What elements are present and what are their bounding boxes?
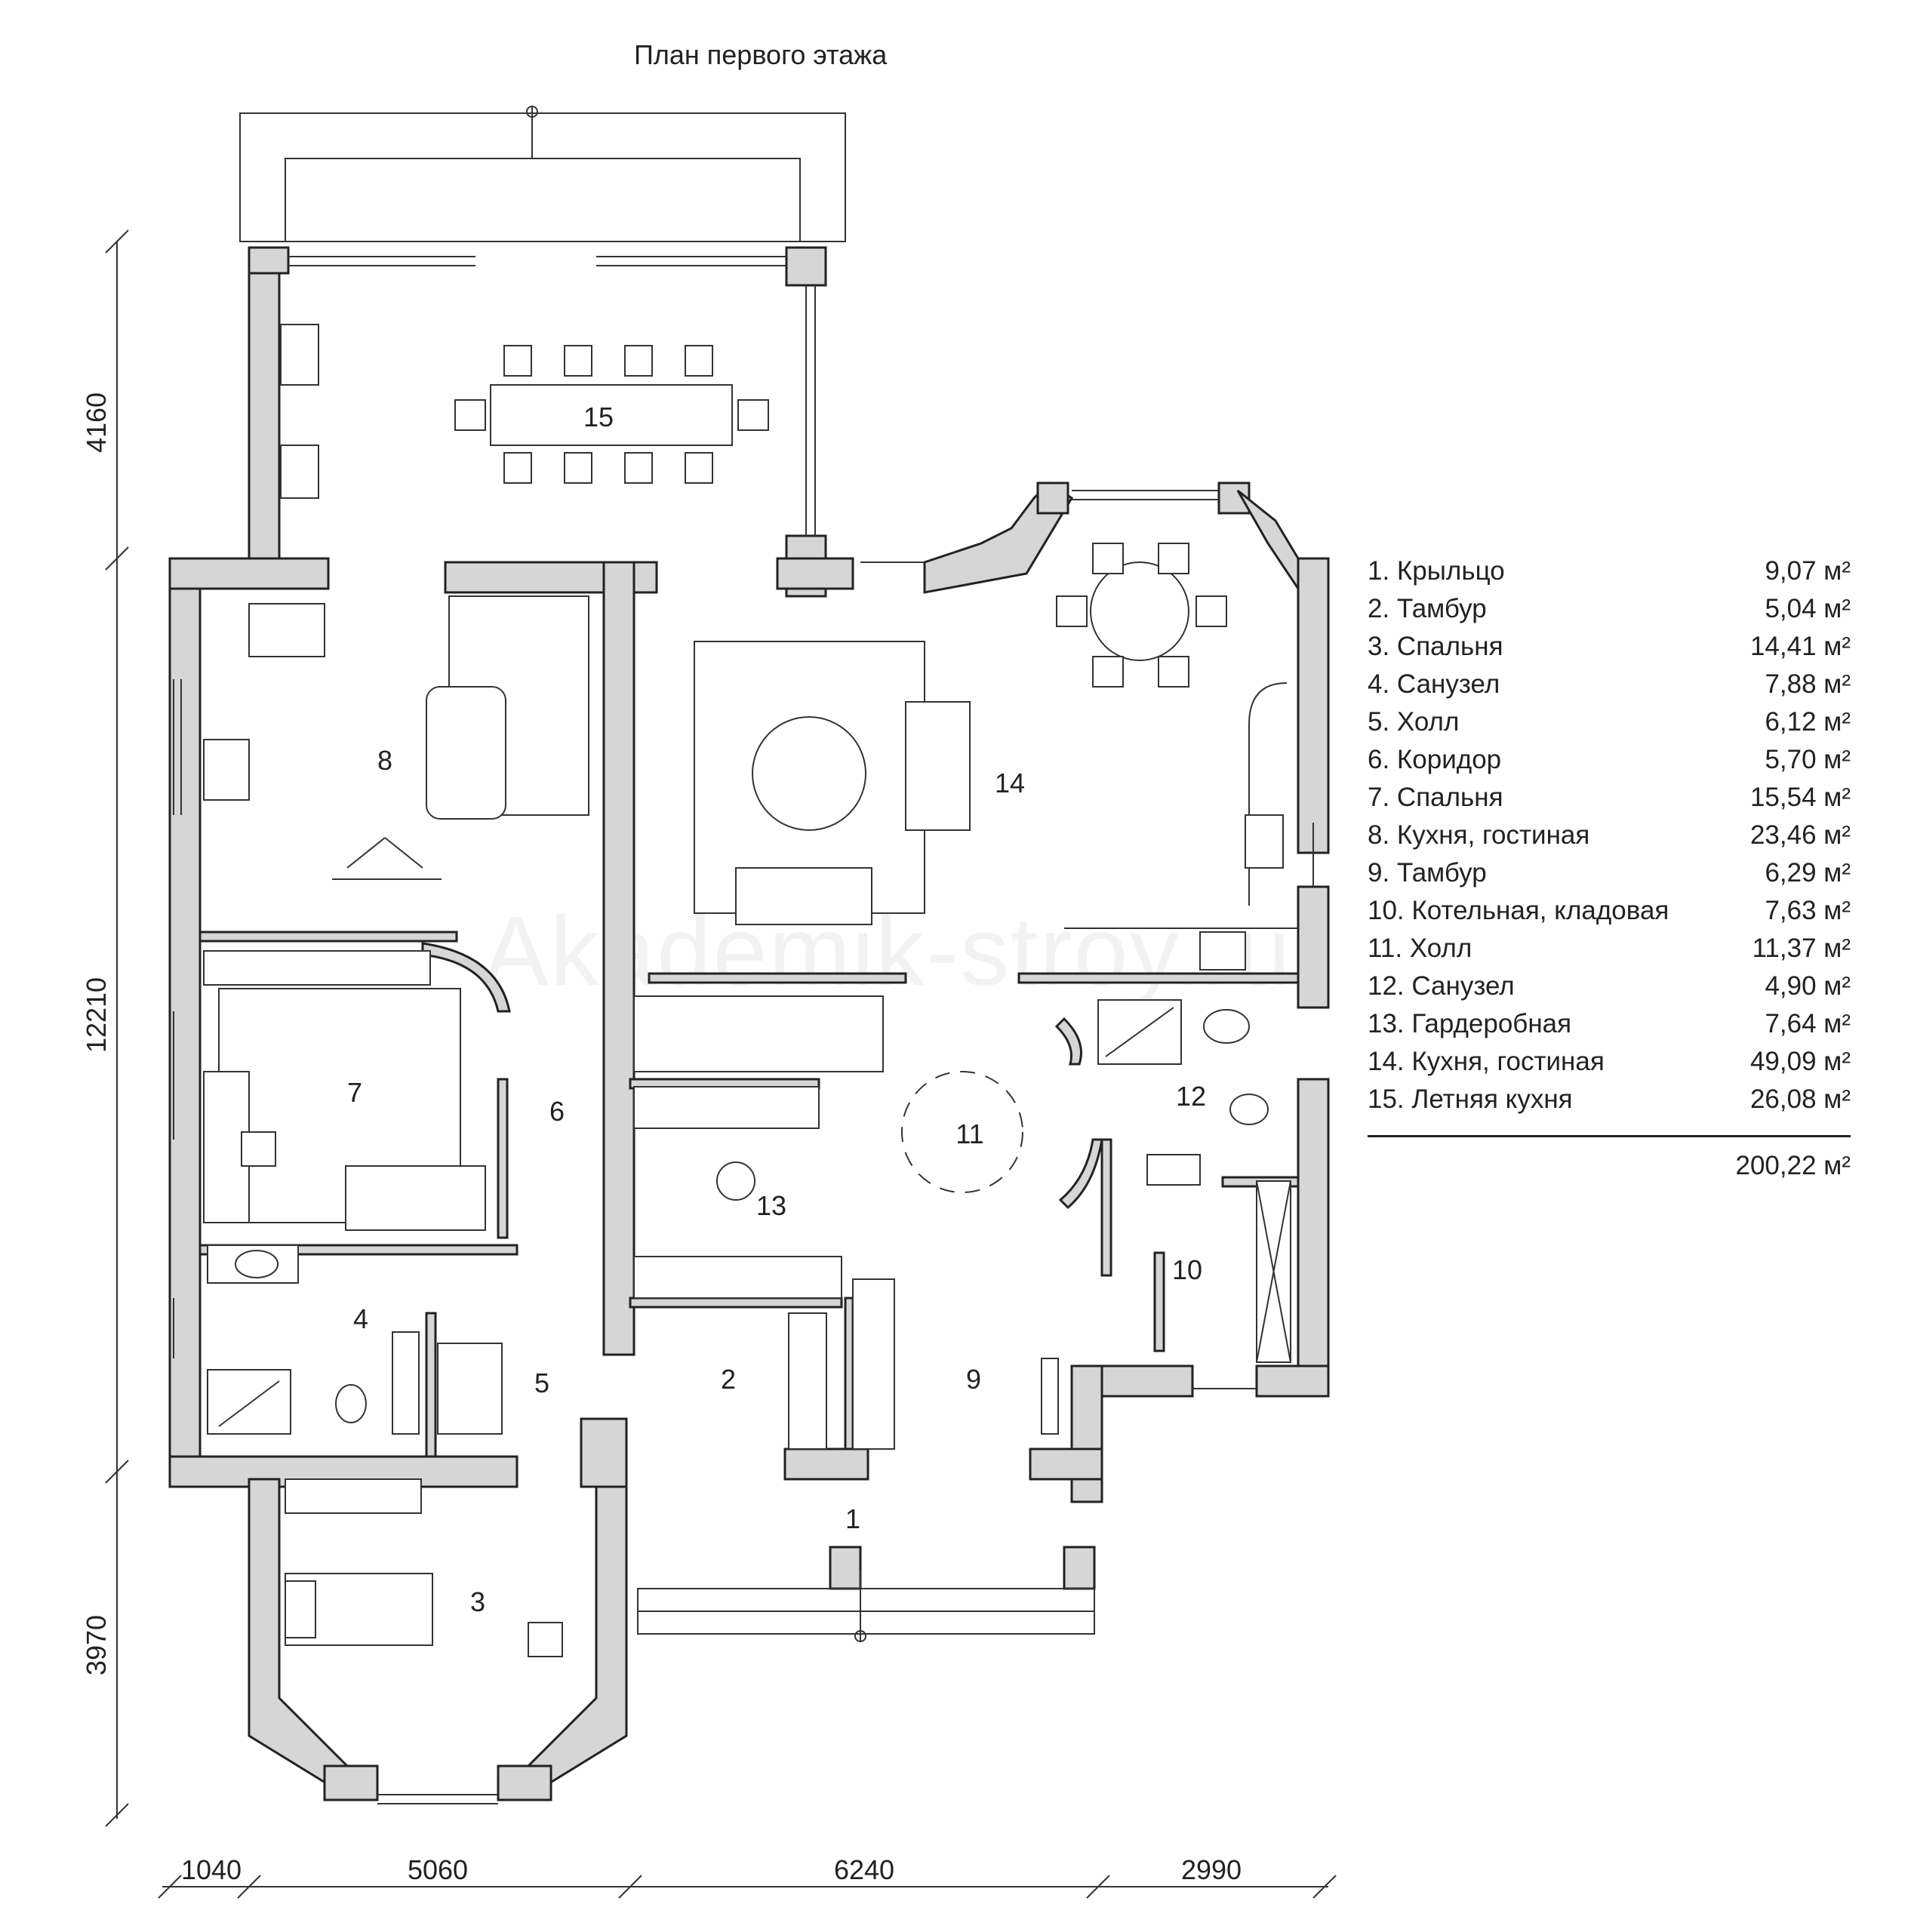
legend-area: 26,08 м² [1749, 1084, 1851, 1114]
room-number-12: 12 [1176, 1081, 1206, 1112]
legend-row: 15. Летняя кухня 26,08 м² [1368, 1081, 1851, 1118]
terrace-frame [239, 106, 846, 242]
plan-title: План первого этажа [634, 39, 888, 70]
room-number-5: 5 [534, 1367, 549, 1398]
legend-label: 3. Спальня [1368, 632, 1503, 661]
legend-row: 3. Спальня 14,41 м² [1368, 628, 1851, 666]
room-number-10: 10 [1172, 1254, 1202, 1285]
legend-row: 11. Холл 11,37 м² [1368, 930, 1851, 968]
room-number-15: 15 [583, 401, 614, 432]
legend-area: 7,64 м² [1765, 1009, 1851, 1038]
legend-label: 7. Спальня [1368, 783, 1503, 812]
bedroom-7-furniture [203, 950, 486, 1231]
room-number-3: 3 [470, 1586, 485, 1617]
legend-row: 5. Холл 6,12 м² [1368, 703, 1851, 741]
legend-label: 1. Крыльцо [1368, 556, 1505, 586]
windows [173, 256, 1314, 1804]
legend-area: 6,12 м² [1765, 707, 1851, 737]
legend-area: 15,54 м² [1749, 783, 1851, 812]
legend-area: 6,29 м² [1765, 858, 1851, 888]
dim-left-1: 4160 [81, 392, 112, 453]
room-number-8: 8 [377, 745, 392, 776]
room-number-13: 13 [756, 1190, 786, 1221]
room-legend: 1. Крыльцо 9,07 м² 2. Тамбур 5,04 м² 3. Сп… [1368, 552, 1851, 1181]
dim-left-2: 12210 [81, 977, 112, 1053]
legend-label: 8. Кухня, гостиная [1368, 820, 1590, 850]
legend-label: 14. Кухня, гостиная [1368, 1047, 1605, 1076]
interior-walls [198, 931, 1300, 1458]
legend-total: 200,22 м² [1735, 1151, 1851, 1180]
dimension-lines [105, 229, 1337, 1899]
legend-label: 2. Тамбур [1368, 594, 1487, 623]
legend-row: 6. Коридор 5,70 м² [1368, 741, 1851, 779]
wardrobe-13-and-stairs [633, 995, 1059, 1450]
living-14-furniture [694, 543, 1298, 971]
room-number-9: 9 [966, 1364, 981, 1395]
legend-label: 5. Холл [1368, 707, 1460, 737]
room-number-14: 14 [995, 768, 1025, 798]
porch [637, 1570, 1095, 1642]
legend-row: 7. Спальня 15,54 м² [1368, 779, 1851, 817]
legend-label: 10. Котельная, кладовая [1368, 896, 1669, 925]
legend-row: 10. Котельная, кладовая 7,63 м² [1368, 892, 1851, 930]
room-number-7: 7 [347, 1077, 362, 1108]
legend-area: 9,07 м² [1765, 556, 1851, 586]
summer-kitchen-table [280, 324, 769, 499]
room-number-6: 6 [549, 1096, 565, 1127]
legend-row: 8. Кухня, гостиная 23,46 м² [1368, 817, 1851, 854]
legend-label: 9. Тамбур [1368, 858, 1487, 888]
legend-label: 15. Летняя кухня [1368, 1084, 1573, 1114]
legend-row: 4. Санузел 7,88 м² [1368, 666, 1851, 703]
legend-area: 49,09 м² [1749, 1047, 1851, 1076]
dim-bottom-1: 1040 [181, 1854, 242, 1885]
legend-row: 14. Кухня, гостиная 49,09 м² [1368, 1043, 1851, 1081]
legend-row: 12. Санузел 4,90 м² [1368, 968, 1851, 1005]
legend-area: 7,88 м² [1765, 669, 1851, 699]
legend-divider [1368, 1135, 1851, 1137]
dim-bottom-4: 2990 [1181, 1854, 1242, 1885]
room-number-4: 4 [353, 1303, 368, 1334]
room-number-2: 2 [721, 1364, 736, 1395]
legend-area: 7,63 м² [1765, 896, 1851, 925]
living-8-furniture [203, 595, 589, 880]
legend-row: 2. Тамбур 5,04 м² [1368, 590, 1851, 628]
bathroom-4-furniture [207, 1244, 503, 1435]
legend-area: 23,46 м² [1749, 820, 1851, 850]
legend-label: 12. Санузел [1368, 971, 1515, 1001]
legend-label: 4. Санузел [1368, 669, 1500, 699]
legend-area: 5,70 м² [1765, 745, 1851, 774]
legend-area: 14,41 м² [1749, 632, 1851, 661]
legend-label: 6. Коридор [1368, 745, 1502, 774]
legend-row: 9. Тамбур 6,29 м² [1368, 854, 1851, 892]
legend-label: 13. Гардеробная [1368, 1009, 1572, 1038]
legend-area: 5,04 м² [1765, 594, 1851, 623]
bathroom-12-boiler-10-furniture [1097, 999, 1291, 1363]
bedroom-3-furniture [285, 1478, 563, 1657]
legend-row: 13. Гардеробная 7,64 м² [1368, 1005, 1851, 1043]
legend-row: 1. Крыльцо 9,07 м² [1368, 552, 1851, 590]
legend-area: 11,37 м² [1752, 934, 1851, 963]
dim-bottom-3: 6240 [834, 1854, 894, 1885]
room-number-11: 11 [955, 1118, 983, 1149]
dim-left-3: 3970 [81, 1615, 112, 1675]
room-number-1: 1 [845, 1503, 860, 1534]
dim-bottom-2: 5060 [408, 1854, 468, 1885]
legend-label: 11. Холл [1368, 934, 1472, 963]
legend-area: 4,90 м² [1765, 971, 1851, 1001]
